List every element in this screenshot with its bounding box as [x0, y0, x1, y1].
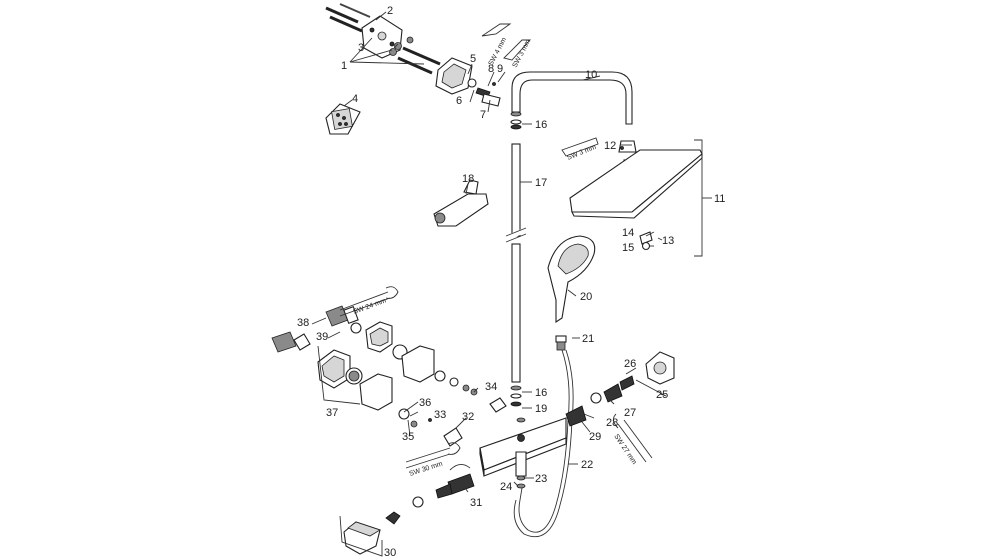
- square-escutcheon: [325, 103, 361, 135]
- part-label-16-bottom: 16: [535, 387, 547, 399]
- part-label-22: 22: [581, 459, 593, 471]
- mount-small-parts: [467, 78, 501, 107]
- thermostat-assembly: [343, 351, 675, 555]
- slider-and-handshower: [433, 179, 596, 538]
- part-label-5: 5: [470, 53, 476, 65]
- part-label-38: 38: [297, 317, 309, 329]
- part-label-17: 17: [535, 177, 547, 189]
- hand-shower: [547, 235, 596, 324]
- riser-pipe-lower: [511, 243, 521, 383]
- part-label-1: 1: [341, 60, 347, 72]
- part-label-36: 36: [419, 397, 431, 409]
- hose-nut: [555, 335, 567, 351]
- wall-plate: [361, 15, 403, 59]
- part-label-23: 23: [535, 473, 547, 485]
- cover-plate: [435, 57, 473, 95]
- part-label-3: 3: [358, 42, 364, 54]
- part-label-33: 33: [434, 409, 446, 421]
- part-label-8: 8: [488, 63, 494, 75]
- part-label-12: 12: [604, 140, 616, 152]
- slider-holder: [433, 179, 489, 227]
- part-label-10: 10: [585, 69, 597, 81]
- part-label-19: 19: [535, 403, 547, 415]
- outlet-elbow: [515, 451, 527, 477]
- escutcheon-left: [359, 345, 446, 411]
- connector-lower: [271, 331, 363, 389]
- connector-nuts: [398, 377, 507, 447]
- part-label-13: 13: [662, 235, 674, 247]
- handle-right: [645, 351, 675, 385]
- part-label-21: 21: [582, 333, 594, 345]
- wrench-label-sw30: SW 30 mm: [408, 460, 443, 477]
- part-label-11: 11: [714, 193, 725, 205]
- wall-connectors: [271, 286, 653, 469]
- thermostat-small-parts: [516, 417, 526, 489]
- allen-key-overhead: [561, 137, 599, 157]
- handle-left: [343, 496, 424, 555]
- wrench-label-sw24: SW 24 mm: [352, 297, 387, 315]
- riser-and-overhead: [505, 71, 703, 407]
- part-label-16-top: 16: [535, 119, 547, 131]
- part-labels: 1 2 3 4 5 6 7 8 9 10 11 12 13 14 15 16 1…: [297, 5, 725, 559]
- wrench-sw27: [613, 413, 653, 463]
- wrench-label-sw27: SW 27 mm: [612, 433, 637, 466]
- overhead-shower: [569, 140, 703, 219]
- part-label-31: 31: [470, 497, 482, 509]
- part-label-4: 4: [352, 93, 358, 105]
- part-label-2: 2: [387, 5, 393, 17]
- part-label-27: 27: [624, 407, 636, 419]
- part-label-29: 29: [589, 431, 601, 443]
- part-label-7: 7: [480, 109, 486, 121]
- wall-mount-assembly: [325, 3, 532, 135]
- part-label-25: 25: [656, 389, 668, 401]
- part-label-9: 9: [497, 63, 503, 75]
- wrench-label-sw3-top: SW 3 mm: [512, 38, 533, 69]
- cartridge-right: [565, 375, 635, 427]
- part-label-26: 26: [624, 358, 636, 370]
- leader-lines: [311, 11, 712, 557]
- part-label-37: 37: [326, 407, 338, 419]
- shower-arm: [511, 71, 633, 125]
- allen-keys-top: [481, 23, 532, 61]
- part-label-30: 30: [384, 547, 396, 559]
- part-label-14: 14: [622, 227, 634, 239]
- riser-pipe-upper: [511, 143, 521, 237]
- wrench-sw24: [339, 286, 399, 317]
- part-label-6: 6: [456, 95, 462, 107]
- wrench-sw30: [405, 442, 461, 469]
- part-label-28: 28: [606, 417, 618, 429]
- part-label-24: 24: [500, 481, 512, 493]
- part-label-32: 32: [462, 411, 474, 423]
- cartridge-left: [435, 464, 475, 499]
- part-label-39: 39: [316, 331, 328, 343]
- connector-upper: [325, 305, 408, 360]
- part-label-15: 15: [622, 242, 634, 254]
- part-label-35: 35: [402, 431, 414, 443]
- mounting-screws: [325, 3, 441, 75]
- part-label-18: 18: [462, 173, 474, 185]
- part-label-20: 20: [580, 291, 592, 303]
- part-label-34: 34: [485, 381, 497, 393]
- shower-hose: [518, 349, 570, 533]
